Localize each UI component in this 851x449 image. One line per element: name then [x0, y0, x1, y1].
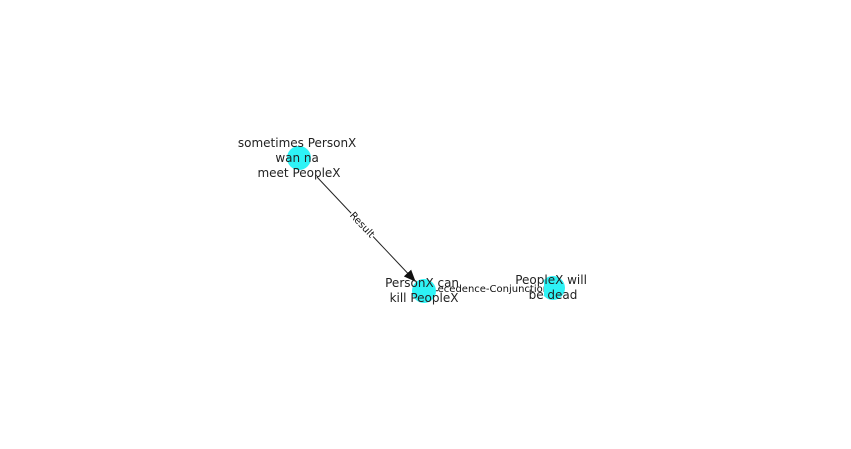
edge-result-label-bg — [346, 208, 379, 241]
node-label-peoplex-will-be-dead: PeopleX will be dead — [515, 273, 591, 302]
node-circle — [412, 279, 436, 303]
edge-precedence-conjunction-label-bg — [438, 282, 544, 295]
node-label-line: kill PeopleX — [390, 291, 459, 305]
edge-result: Result — [316, 176, 416, 282]
node-label-sometimes-personx: sometimes PersonX wan na meet PeopleX — [238, 136, 360, 180]
node-circle — [541, 276, 565, 300]
node-label-line: PeopleX will — [515, 273, 587, 287]
edge-precedence-conjunction-label: Precedence-Conjunction — [428, 284, 549, 295]
node-label-line: wan na — [275, 151, 319, 165]
node-circle — [287, 146, 311, 170]
node-label-line: PersonX can — [385, 276, 459, 290]
node-label-personx-can-kill: PersonX can kill PeopleX — [385, 276, 463, 305]
node-personx-can-kill — [412, 279, 436, 303]
node-sometimes-personx — [287, 146, 311, 170]
node-label-line: be dead — [529, 288, 578, 302]
node-peoplex-will-be-dead — [541, 276, 565, 300]
node-label-line: meet PeopleX — [257, 166, 340, 180]
node-label-line: sometimes PersonX — [238, 136, 356, 150]
